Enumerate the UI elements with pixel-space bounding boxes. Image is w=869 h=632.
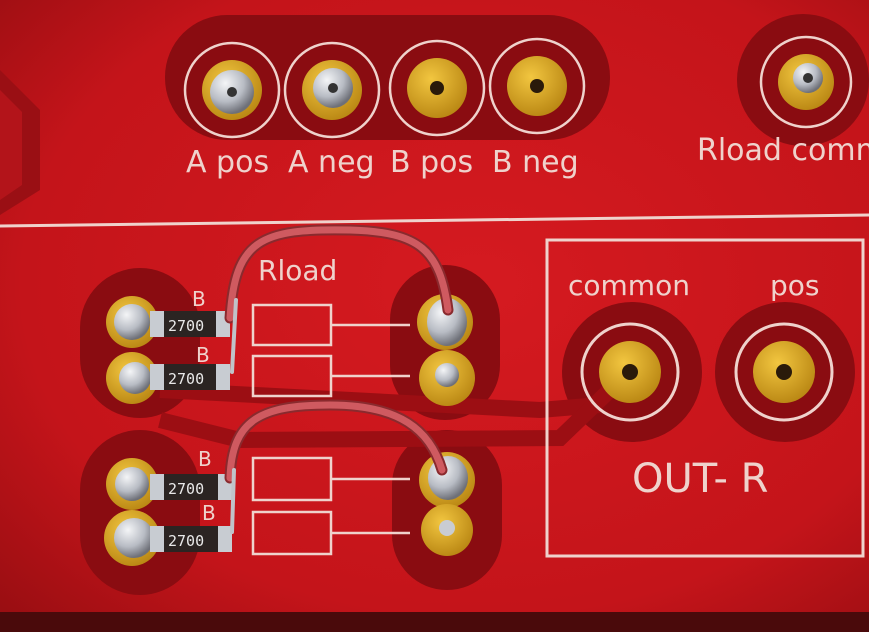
smd-resistors — [150, 311, 232, 552]
label-rload-comm: Rload comm — [697, 133, 869, 168]
label-b-pos: B pos — [390, 145, 473, 180]
label-common: common — [568, 269, 690, 302]
header-pads — [183, 35, 853, 139]
resistor-code-2: 2700 — [168, 370, 204, 388]
row-mark-1: B — [192, 287, 206, 311]
row-mark-2: B — [196, 343, 210, 367]
resistor-footprints — [251, 303, 410, 556]
label-pos: pos — [770, 269, 820, 302]
output-pads — [580, 322, 834, 422]
label-rload: Rload — [258, 254, 337, 287]
jumper-wires — [224, 224, 454, 534]
left-pads — [104, 296, 160, 566]
out-r-outline — [545, 238, 865, 558]
row-mark-4: B — [202, 501, 216, 525]
row-mark-3: B — [198, 447, 212, 471]
label-a-neg: A neg — [288, 145, 375, 180]
resistor-code-4: 2700 — [168, 532, 204, 550]
right-pads — [417, 294, 475, 556]
resistor-code-3: 2700 — [168, 480, 204, 498]
label-b-neg: B neg — [492, 145, 579, 180]
label-out-r: OUT- R — [632, 456, 768, 502]
resistor-code-1: 2700 — [168, 317, 204, 335]
label-a-pos: A pos — [186, 145, 269, 180]
